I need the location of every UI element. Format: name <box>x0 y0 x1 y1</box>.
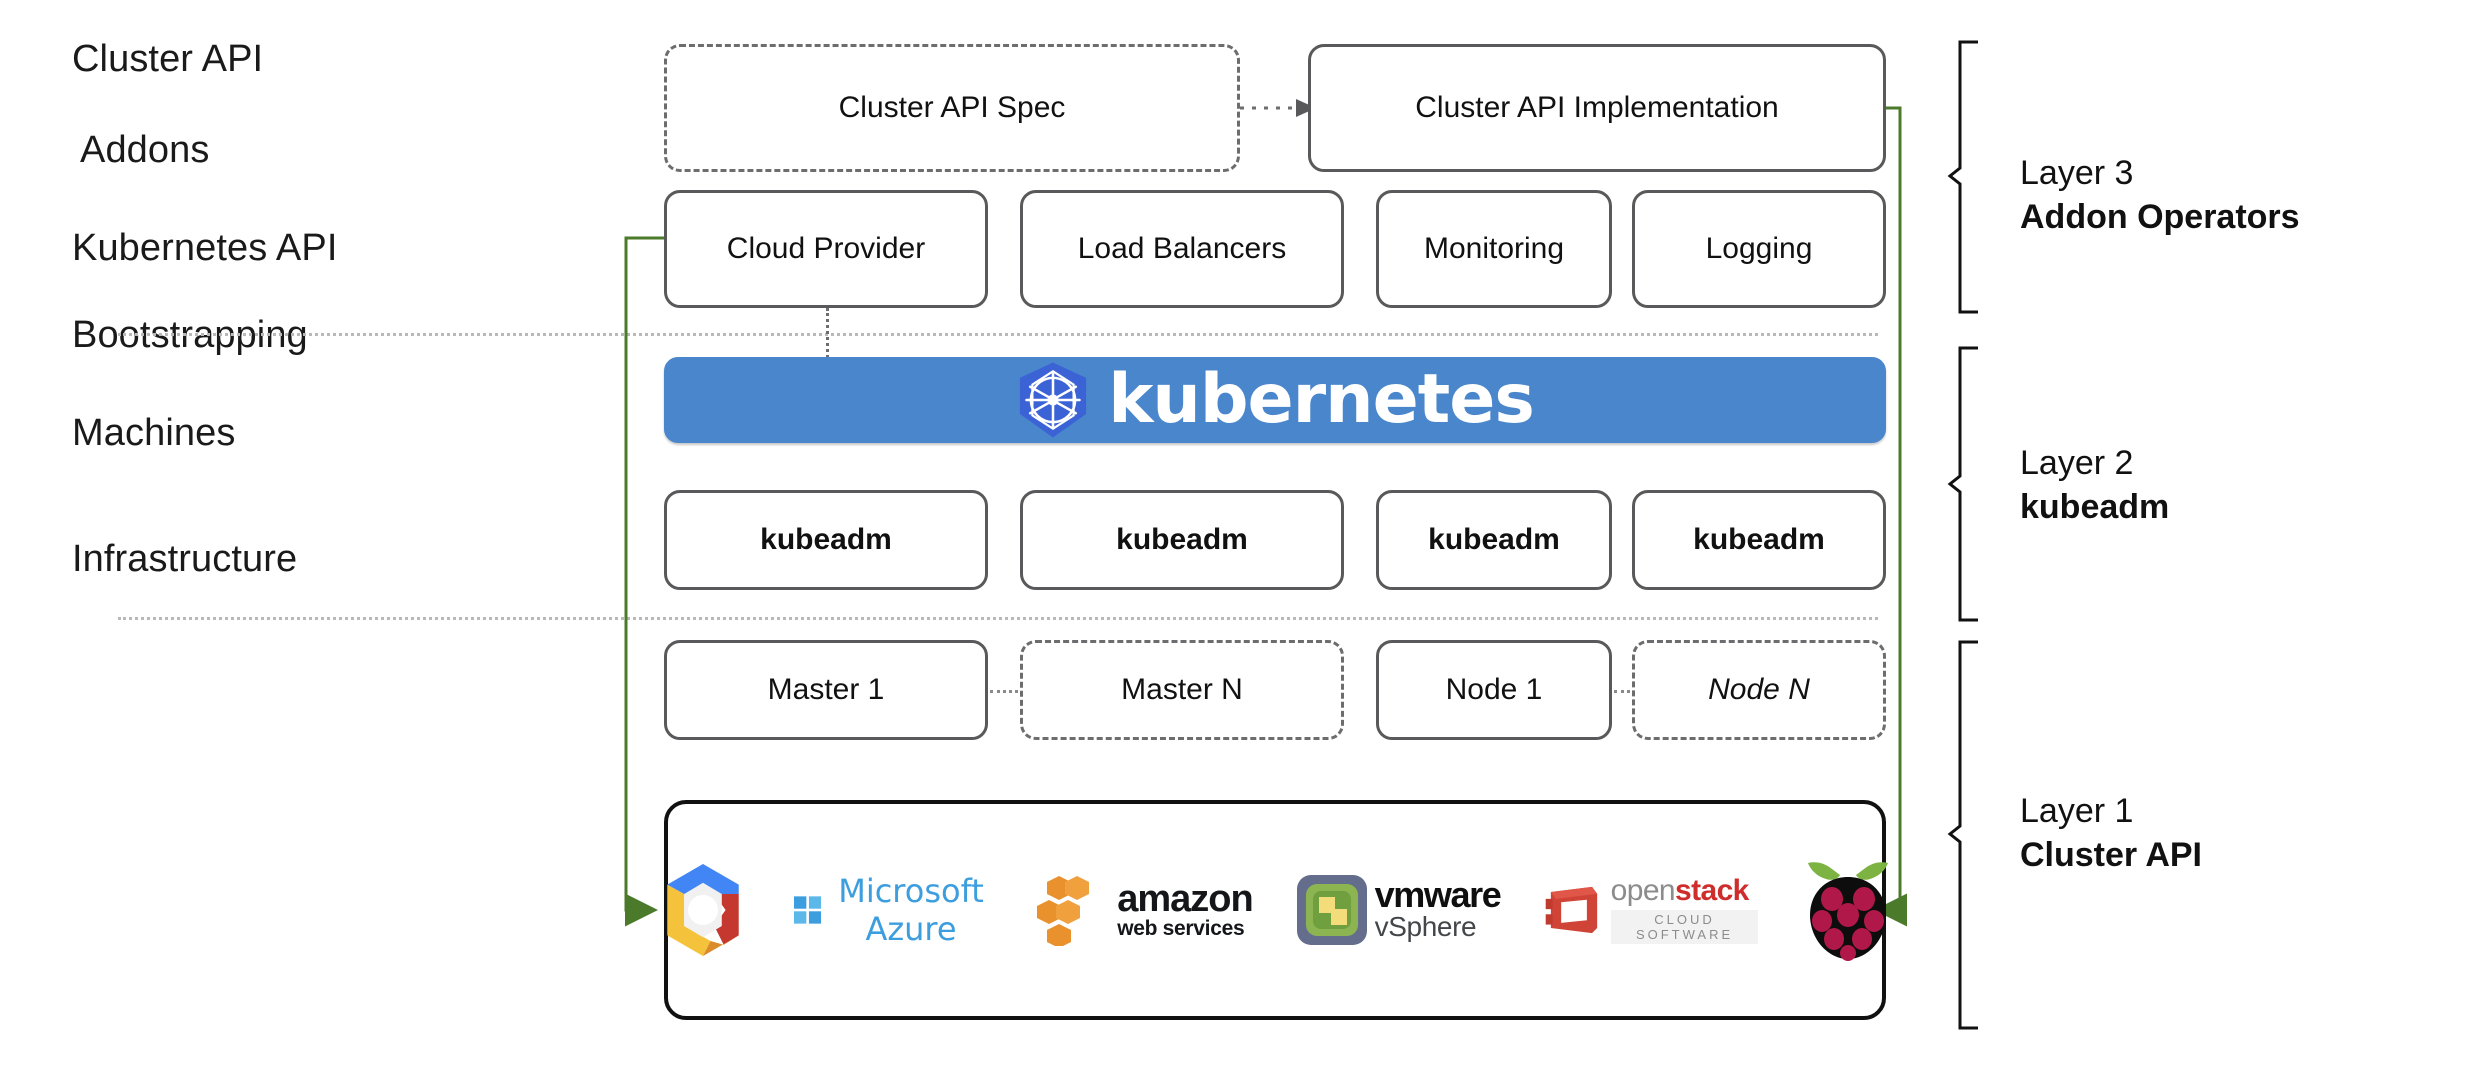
connector-cloud-provider-to-kubernetes <box>826 308 829 358</box>
divider-layer2-layer1 <box>118 617 1878 620</box>
openstack-block-icon <box>1546 886 1598 934</box>
box-addon-monitoring[interactable]: Monitoring <box>1376 190 1612 308</box>
layer-label-3-name: Addon Operators <box>2020 197 2300 236</box>
box-addon-load-balancers[interactable]: Load Balancers <box>1020 190 1344 308</box>
box-addon-cloud-provider[interactable]: Cloud Provider <box>664 190 988 308</box>
layer-label-2: Layer 2 kubeadm <box>2020 442 2169 529</box>
box-cluster-api-spec[interactable]: Cluster API Spec <box>664 44 1240 172</box>
logo-vmware-primary-label: vmware <box>1374 874 1502 916</box>
link-node-1-to-node-n <box>1614 690 1630 693</box>
layer-label-3: Layer 3 Addon Operators <box>2020 152 2300 239</box>
logo-raspberry-pi <box>1802 855 1894 965</box>
layer-braces <box>1947 40 1978 1030</box>
microsoft-window-icon <box>793 896 821 924</box>
layer-label-1-number: Layer 1 <box>2020 792 2134 830</box>
box-kubeadm-2[interactable]: kubeadm <box>1020 490 1344 590</box>
layer-label-1-name: Cluster API <box>2020 835 2203 874</box>
green-arrow-cloud-provider-to-infrastructure <box>624 236 664 927</box>
logo-vmware-secondary-label: vSphere <box>1374 911 1477 943</box>
brace-layer-3 <box>1947 40 1978 314</box>
brace-layer-1 <box>1947 640 1978 1030</box>
box-master-1[interactable]: Master 1 <box>664 640 988 740</box>
logo-microsoft-azure: Microsoft Azure <box>793 872 992 948</box>
row-label-kubernetes-api: Kubernetes API <box>72 227 338 269</box>
box-master-n-label: Master N <box>1121 673 1243 706</box>
raspberry-pi-icon <box>1808 862 1889 961</box>
box-cluster-api-implementation-label: Cluster API Implementation <box>1415 91 1779 124</box>
kubernetes-helm-wheel-icon <box>1020 362 1087 438</box>
box-addon-logging[interactable]: Logging <box>1632 190 1886 308</box>
brace-layer-2 <box>1947 346 1978 622</box>
box-kubeadm-2-label: kubeadm <box>1116 523 1248 556</box>
kubernetes-wordmark: kubernetes <box>1108 360 1535 439</box>
row-label-machines: Machines <box>72 412 236 454</box>
row-label-infrastructure: Infrastructure <box>72 538 298 580</box>
aws-cubes-icon <box>1037 876 1090 946</box>
layer-label-3-number: Layer 3 <box>2020 154 2134 192</box>
box-addon-cloud-provider-label: Cloud Provider <box>726 232 926 265</box>
layer-label-2-number: Layer 2 <box>2020 444 2134 482</box>
box-master-1-label: Master 1 <box>767 673 885 706</box>
box-infrastructure[interactable]: Microsoft Azure amazon web services <box>664 800 1889 1020</box>
logo-amazon-web-services: amazon web services <box>1035 874 1254 946</box>
box-kubeadm-4[interactable]: kubeadm <box>1632 490 1886 590</box>
logo-openstack: openstack CLOUD SOFTWARE <box>1544 874 1759 944</box>
box-addon-monitoring-label: Monitoring <box>1423 232 1565 265</box>
logo-openstack-primary-label: openstack <box>1610 874 1750 907</box>
box-kubeadm-1[interactable]: kubeadm <box>664 490 988 590</box>
box-node-1[interactable]: Node 1 <box>1376 640 1612 740</box>
logo-openstack-stack-text: stack <box>1675 874 1749 907</box>
box-cluster-api-spec-label: Cluster API Spec <box>838 91 1066 124</box>
logo-google-cloud-platform <box>656 860 750 960</box>
row-label-addons: Addons <box>80 129 210 171</box>
link-master-1-to-master-n <box>990 690 1018 693</box>
box-node-n[interactable]: Node N <box>1632 640 1886 740</box>
row-label-cluster-api: Cluster API <box>72 38 264 80</box>
layer-label-2-name: kubeadm <box>2020 487 2170 526</box>
vsphere-icon <box>1296 875 1367 945</box>
box-kubeadm-4-label: kubeadm <box>1693 523 1825 556</box>
box-node-1-label: Node 1 <box>1445 673 1543 706</box>
layer-label-1: Layer 1 Cluster API <box>2020 790 2202 877</box>
box-kubeadm-3[interactable]: kubeadm <box>1376 490 1612 590</box>
kubernetes-banner: kubernetes <box>664 357 1886 443</box>
box-addon-logging-label: Logging <box>1705 232 1813 265</box>
logo-openstack-secondary-label: CLOUD SOFTWARE <box>1610 910 1759 944</box>
logo-microsoft-azure-label: Microsoft Azure <box>838 872 984 948</box>
divider-layer3-layer2 <box>118 333 1878 336</box>
box-addon-load-balancers-label: Load Balancers <box>1077 232 1287 265</box>
logo-aws-secondary-label: web services <box>1117 916 1245 940</box>
dotted-arrow-spec-to-impl <box>1240 99 1316 117</box>
logo-aws-primary-label: amazon <box>1117 878 1253 921</box>
box-master-n[interactable]: Master N <box>1020 640 1344 740</box>
logo-openstack-open-text: open <box>1610 874 1676 907</box>
box-kubeadm-1-label: kubeadm <box>760 523 892 556</box>
box-node-n-label: Node N <box>1708 673 1810 706</box>
box-kubeadm-3-label: kubeadm <box>1428 523 1560 556</box>
logo-vmware-vsphere: vmware vSphere <box>1296 874 1502 945</box>
box-cluster-api-implementation[interactable]: Cluster API Implementation <box>1308 44 1886 172</box>
